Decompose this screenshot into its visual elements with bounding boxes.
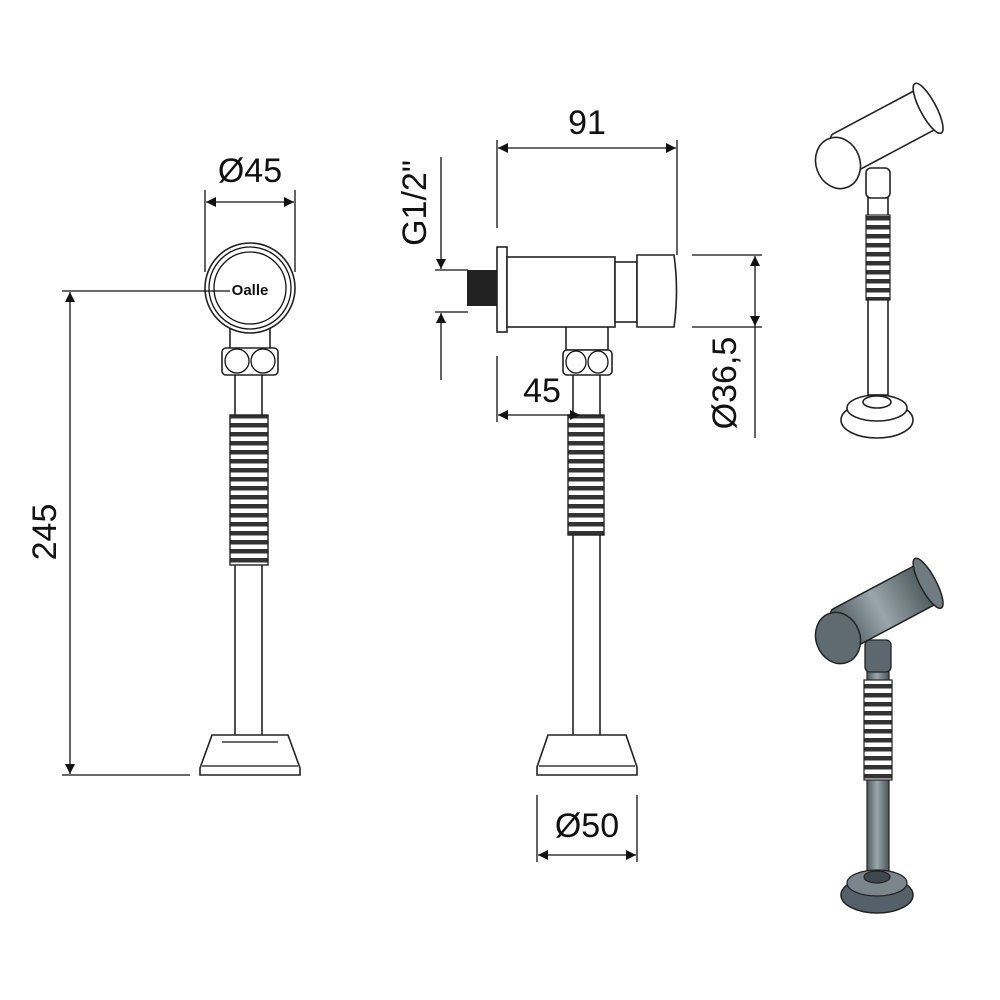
brand-logo: Oalle — [232, 282, 269, 299]
dim-offset-45: 45 — [523, 372, 561, 410]
floor-base — [536, 734, 638, 776]
dim-length-91: 91 — [568, 104, 606, 142]
dim-diameter-45: Ø45 — [218, 152, 282, 190]
side-view: 91 G1/2" Ø36,5 45 Ø50 — [396, 104, 762, 862]
threaded-inlet — [467, 270, 498, 306]
front-view: Oalle Ø45 245 — [26, 152, 301, 776]
corrugated-hose — [229, 414, 269, 566]
iso-view-line-art — [814, 82, 944, 439]
floor-base — [199, 734, 301, 776]
dim-diameter-36-5: Ø36,5 — [706, 337, 744, 430]
dim-thread-g12: G1/2" — [396, 160, 434, 246]
corrugated-hose — [567, 414, 605, 536]
iso-view-shaded — [814, 557, 944, 914]
hex-nut — [221, 347, 279, 376]
push-button-knob — [636, 254, 678, 328]
dim-diameter-50: Ø50 — [555, 807, 619, 845]
dim-height-245: 245 — [26, 504, 64, 561]
